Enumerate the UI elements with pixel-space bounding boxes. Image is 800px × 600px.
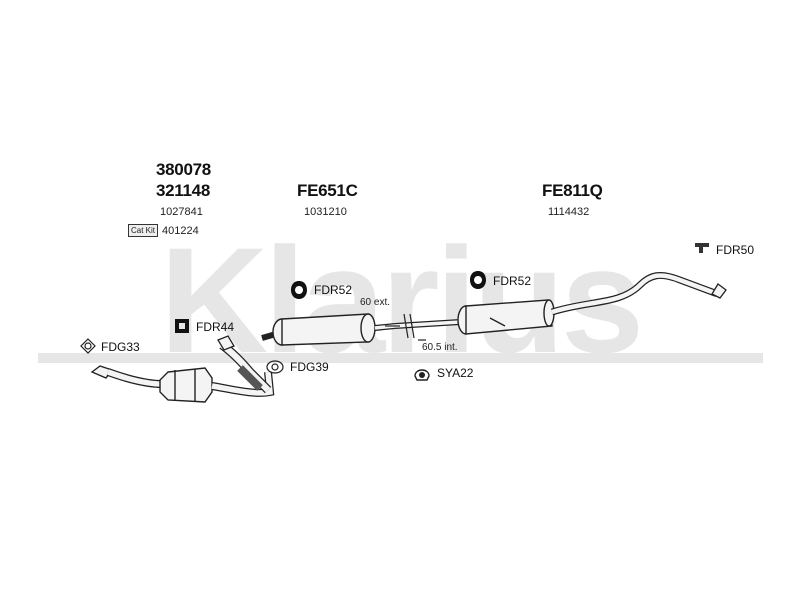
cat-ref: 1027841	[160, 206, 203, 218]
rubber-hanger-icon[interactable]	[469, 270, 487, 290]
gasket-icon[interactable]	[266, 359, 284, 375]
fitting-label-sya22[interactable]: SYA22	[437, 366, 474, 380]
rear-silencer[interactable]	[457, 299, 555, 335]
cat-code-2[interactable]: 321148	[156, 181, 210, 200]
note-ext: 60 ext.	[360, 297, 391, 308]
middle-silencer[interactable]	[261, 313, 396, 346]
rubber-hanger-icon[interactable]	[290, 280, 308, 300]
middle-code[interactable]: FE651C	[297, 181, 358, 200]
front-pipe-catalyst[interactable]	[90, 365, 275, 403]
gasket-icon[interactable]	[80, 338, 96, 354]
clamp-icon[interactable]	[413, 364, 431, 382]
cat-code-1[interactable]: 380078	[156, 160, 211, 179]
fitting-label-fdg33[interactable]: FDG33	[101, 340, 140, 354]
fitting-label-fdr52-rear[interactable]: FDR52	[493, 274, 532, 288]
watermark-bar	[38, 353, 763, 363]
flexi-pipe[interactable]	[217, 335, 272, 394]
middle-ref: 1031210	[304, 206, 347, 218]
rubber-mount-icon[interactable]	[173, 317, 191, 335]
fitting-label-fdr52-mid[interactable]: FDR52	[314, 283, 353, 297]
rear-code[interactable]: FE811Q	[542, 181, 603, 200]
fitting-label-fdg39[interactable]: FDG39	[290, 360, 329, 374]
fitting-label-fdr50[interactable]: FDR50	[716, 243, 755, 257]
rear-ref: 1114432	[548, 206, 590, 218]
bracket-icon[interactable]	[694, 241, 710, 255]
fitting-label-fdr44[interactable]: FDR44	[196, 320, 235, 334]
cat-kit-ref[interactable]: 401224	[162, 225, 199, 237]
cat-kit-badge: Cat Kit	[128, 224, 159, 237]
note-int: 60.5 int.	[422, 342, 458, 353]
tail-pipe[interactable]	[550, 271, 727, 316]
pipe-joint	[385, 313, 461, 341]
